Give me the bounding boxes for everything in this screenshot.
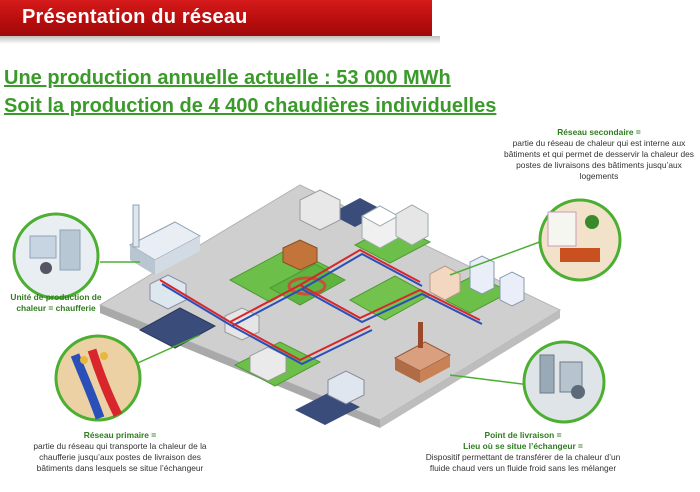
parking-top [330,198,385,227]
callout-delivery-subtitle: Lieu où se situe l’échangeur = [463,441,583,451]
running-track [287,276,327,296]
callout-circle-delivery [522,340,606,424]
callout-circle-primary [54,334,142,422]
substation-chimney [418,322,423,348]
callout-primary-title: Réseau primaire = [83,430,157,440]
pipe-network [159,248,483,366]
callout-secondary-text: partie du réseau de chaleur qui est inte… [504,138,694,181]
callout-delivery-text: Dispositif permettant de transférer de l… [425,452,621,473]
callout-secondary-network: Réseau secondaire = partie du réseau de … [496,127,700,182]
equivalence-headline: Soit la production de 4 400 chaudières i… [4,95,497,117]
production-headline: Une production annuelle actuelle : 53 00… [4,67,451,89]
boiler-chimney [132,204,140,248]
callout-production-unit: Unité de production de chaleur = chauffe… [10,292,102,313]
callout-primary-network: Réseau primaire = partie du réseau qui t… [20,430,220,474]
callout-delivery-title: Point de livraison = [484,430,562,440]
callout-primary-text: partie du réseau qui transporte la chale… [33,441,207,473]
title-banner: Présentation du réseau [0,0,432,36]
callout-secondary-title: Réseau secondaire = [557,127,641,137]
parking-left [138,307,217,349]
callout-circle-production [12,212,100,300]
callout-delivery-point: Point de livraison = Lieu où se situe l’… [418,430,628,474]
title-banner-shadow [0,36,440,44]
callout-circle-secondary [538,198,622,282]
page-title: Présentation du réseau [22,6,248,28]
